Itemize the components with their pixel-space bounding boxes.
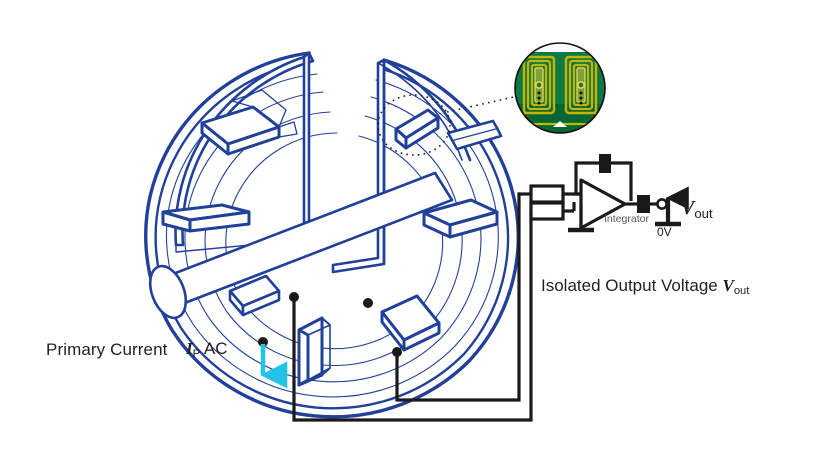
- ip-subscript: P: [192, 348, 201, 361]
- primary-current-arrow: [258, 337, 288, 389]
- vout-label: Vout: [681, 197, 713, 221]
- core-endplate-left-face: [174, 56, 305, 253]
- primary-current-label: Primary Current: [46, 340, 168, 359]
- primary-current-symbol-label: IP AC: [186, 339, 228, 361]
- coil-segment-7-highlighted: [394, 108, 440, 150]
- inset-pcb-board-top: [515, 43, 605, 52]
- callout-group: [377, 94, 519, 156]
- zero-volt-reference: [655, 186, 689, 227]
- output-wiring: [292, 192, 533, 422]
- ring-outer-edge-back: [154, 59, 510, 410]
- ac-label: AC: [203, 339, 228, 358]
- wire-upper-loop: [395, 192, 521, 402]
- ring-inner-line-1: [165, 73, 499, 398]
- feedback-capacitor: [599, 154, 611, 173]
- integrator-label: Integrator: [604, 213, 649, 225]
- coil-segment-2: [161, 203, 251, 233]
- ip-symbol: I: [186, 339, 193, 358]
- coil-segment-4: [297, 316, 331, 387]
- wiring-nodes: [289, 292, 402, 357]
- core-endplate-left-wall: [302, 51, 311, 242]
- ring-connector-stub-edge: [446, 119, 499, 142]
- conductor-end-cap: [148, 264, 188, 320]
- callout-ellipse: [377, 94, 451, 156]
- coil-segment-1: [200, 89, 298, 156]
- ring-outer-edge-front: [144, 51, 520, 419]
- ground-symbol: [568, 204, 594, 233]
- inset-notch: [553, 121, 567, 127]
- input-resistor-2: [529, 201, 576, 221]
- primary-conductor-bar: [148, 171, 454, 320]
- inset-via-left: [535, 81, 543, 89]
- input-resistor-1: [519, 184, 581, 204]
- toroid-coil-ring: [144, 51, 520, 419]
- coil-segment-6: [422, 198, 499, 239]
- output-component: [637, 195, 650, 213]
- coil-segment-5: [380, 294, 441, 352]
- node-tap-1: [289, 292, 299, 302]
- inset-coil-right: [564, 55, 598, 115]
- v-subscript: out: [733, 285, 750, 298]
- inset-coil-left: [522, 55, 556, 115]
- integrator-circuit: [519, 154, 689, 233]
- inset-via-right: [577, 81, 585, 89]
- v-symbol: V: [722, 276, 734, 295]
- wire-lower-loop: [292, 209, 533, 422]
- node-tap-3: [392, 347, 402, 357]
- callout-leader-line: [446, 95, 519, 113]
- output-terminal: [656, 198, 668, 210]
- ring-inner-line-2: [184, 91, 482, 383]
- node-tap-2: [363, 298, 373, 308]
- vout-subscript: out: [694, 205, 713, 221]
- isolated-output-text: Isolated Output Voltage: [541, 276, 723, 295]
- zero-volt-label: 0V: [657, 225, 672, 239]
- pcb-inset-detail: [514, 42, 606, 134]
- conductor-far-edge: [433, 171, 454, 202]
- coil-segments-group: [161, 89, 499, 387]
- feedback-capacitor-branch: [574, 154, 633, 201]
- current-arrow-dot: [258, 337, 268, 347]
- vout-symbol: V: [681, 197, 695, 219]
- isolated-output-voltage-label: Isolated Output Voltage Vout: [541, 276, 750, 298]
- inset-circle-outline: [514, 42, 606, 134]
- coil-segment-3: [228, 274, 281, 317]
